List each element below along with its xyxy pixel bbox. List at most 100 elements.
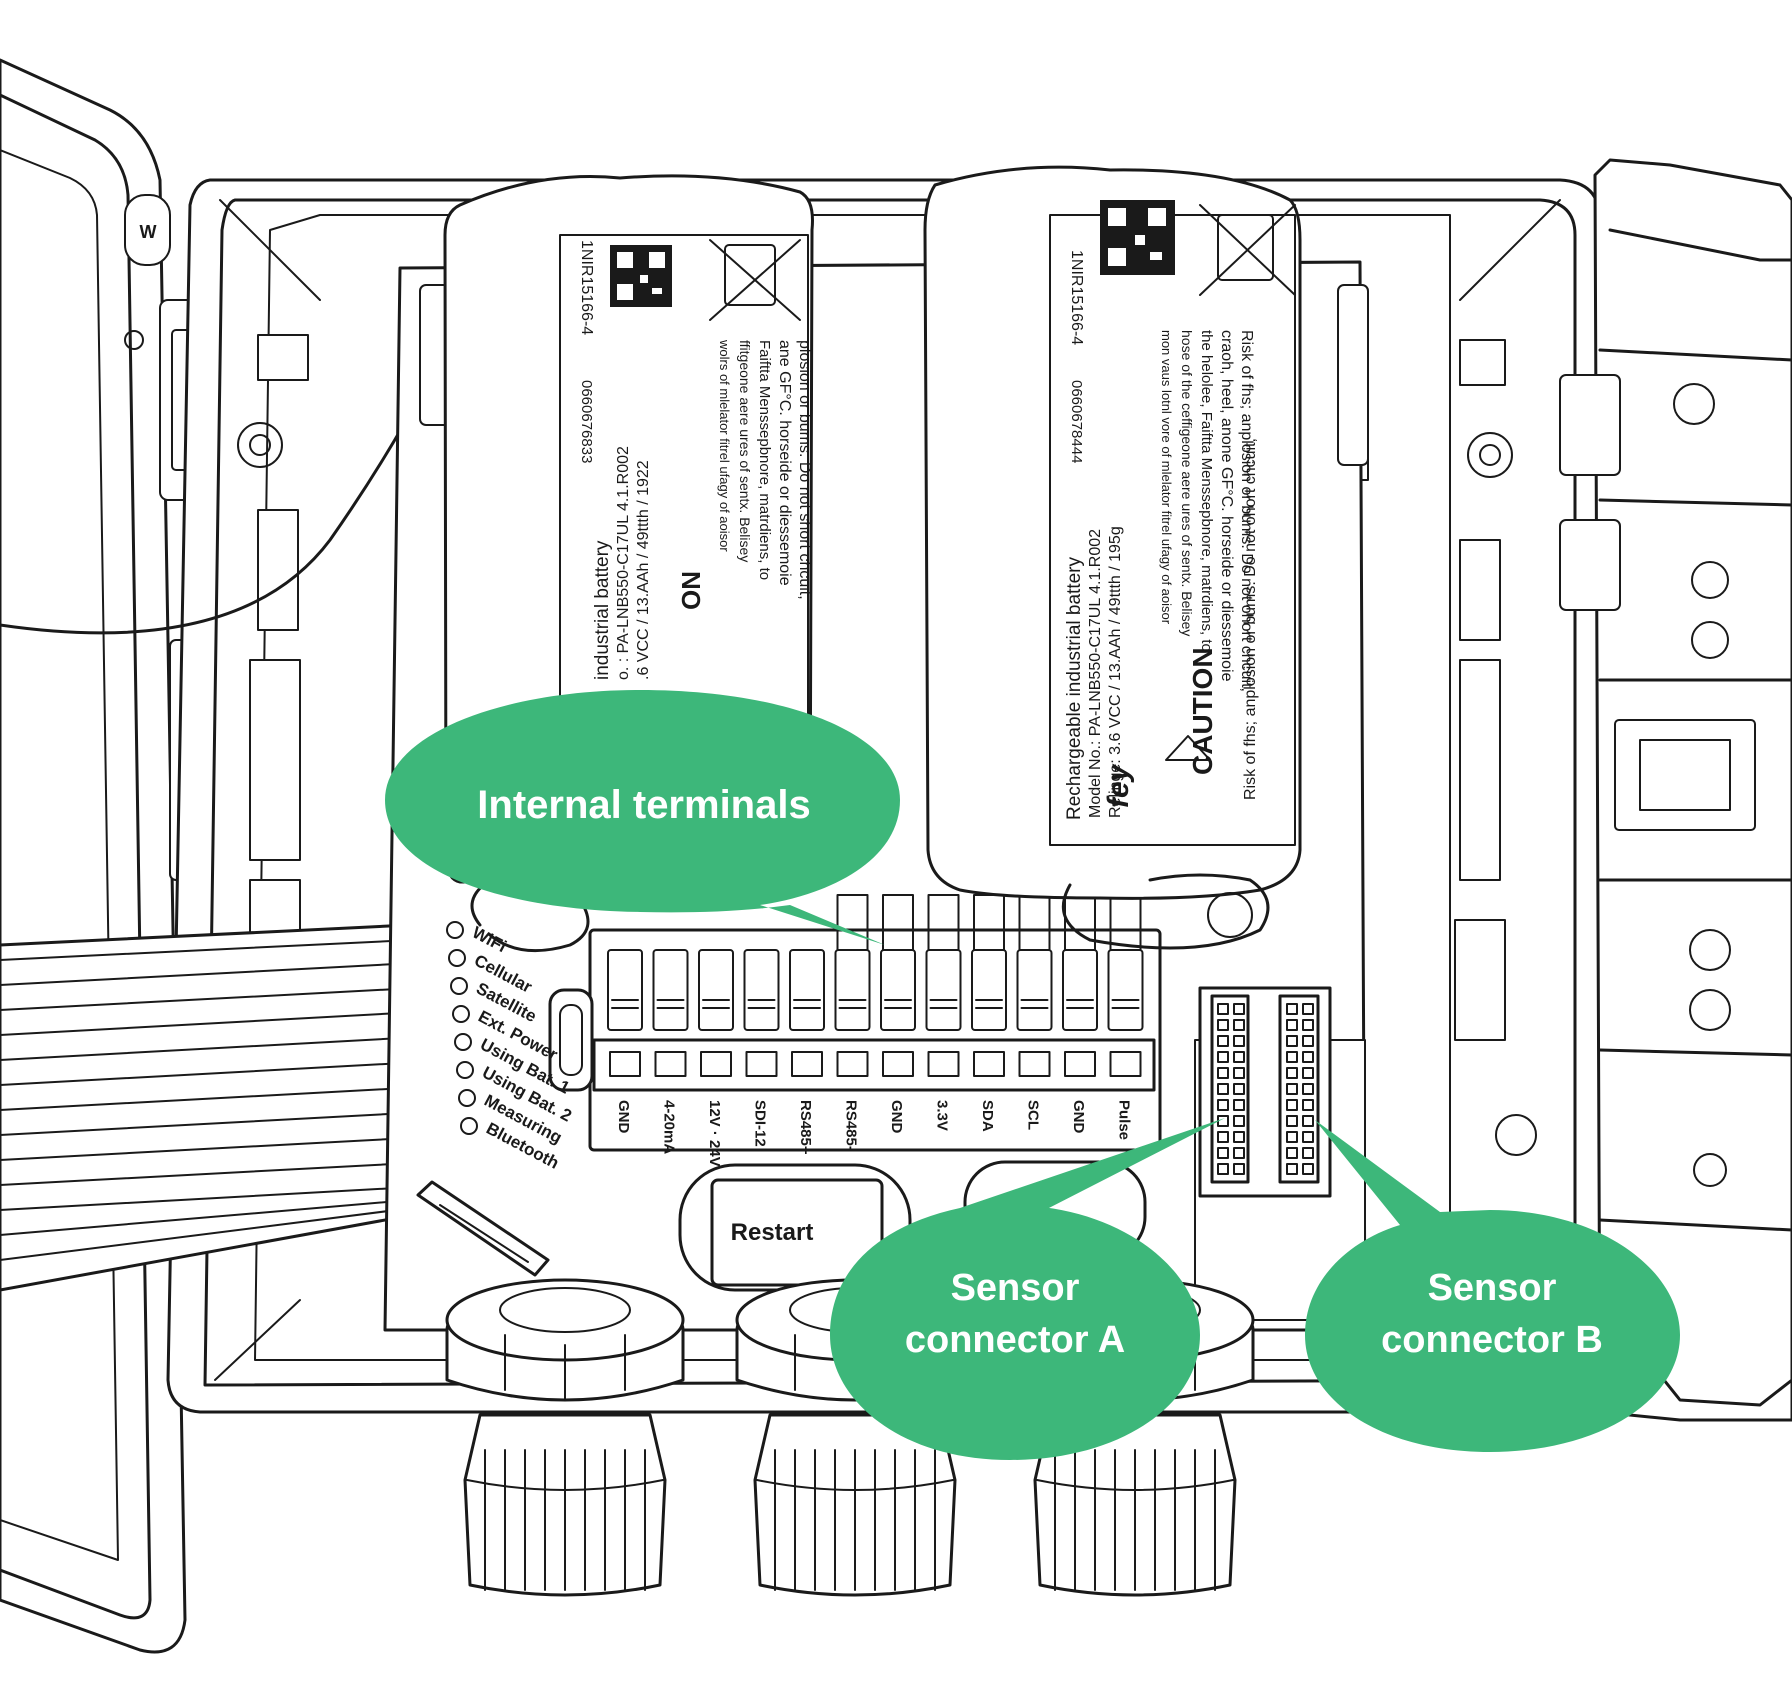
header-pin [1302,1083,1314,1095]
callout-internal-terminals-text: Internal terminals [477,783,810,827]
terminal-cell[interactable] [698,949,734,1031]
header-pin [1217,1003,1229,1015]
terminal-cell[interactable] [1062,949,1098,1031]
header-pin [1217,1019,1229,1031]
svg-text:ON: ON [676,571,706,610]
header-pin [1217,1083,1229,1095]
svg-text:Relinge: 3.6 VCC / 13.AAh / 49: Relinge: 3.6 VCC / 13.AAh / 49ttth / 195… [1107,526,1124,818]
header-pin [1302,1019,1314,1031]
header-pin [1233,1003,1245,1015]
header-pin [1217,1067,1229,1079]
terminal-cell[interactable] [607,949,643,1031]
terminal-screw-slot[interactable] [927,1051,960,1077]
terminal-screws [609,1051,1142,1077]
status-led [446,921,464,939]
header-pin [1286,1051,1298,1063]
callout-sensor-b: Sensor connector B [1305,1120,1680,1452]
callout-internal-terminals: Internal terminals [385,690,900,945]
header-pin [1233,1035,1245,1047]
header-pin [1302,1131,1314,1143]
terminal-cell[interactable] [652,949,689,1031]
terminal-label: Pulse [1116,1100,1133,1140]
terminal-cell[interactable] [880,949,916,1031]
restart-button[interactable]: Restart [731,1219,814,1246]
svg-text:wolrs of mlelator fitrel ufagy: wolrs of mlelator fitrel ufagy of aoisor [717,339,732,552]
header-pin [1233,1099,1245,1111]
svg-text:Risk of fhs; anplosion or bums: Risk of fhs; anplosion or bums. Do not o… [1242,438,1259,800]
header-pin [1217,1131,1229,1143]
terminal-label: 12V · 24V [706,1100,723,1167]
terminal-label: SDA [979,1100,996,1132]
svg-text:fey: fey [1102,763,1135,808]
svg-text:.6 VCC / 13.AAh / 49ttth / 192: .6 VCC / 13.AAh / 49ttth / 1922 [635,460,652,680]
svg-text:industrial battery: industrial battery [592,540,613,680]
terminal-screw-slot[interactable] [1018,1051,1051,1077]
battery-2-wire [1061,873,1270,950]
header-pin [1302,1035,1314,1047]
svg-text:ane GF°C. horseide or diessemo: ane GF°C. horseide or diessemoie [776,340,793,586]
header-pin [1286,1019,1298,1031]
header-pin [1217,1099,1229,1111]
callout-sensor-a-line2: connector A [905,1319,1125,1361]
status-led [448,949,466,967]
terminal-screw-slot[interactable] [654,1051,687,1077]
sensor-connector-b[interactable] [1286,1003,1314,1175]
header-pin [1286,1083,1298,1095]
header-pin [1302,1099,1314,1111]
header-pin [1302,1067,1314,1079]
terminal-screw-slot[interactable] [1109,1051,1142,1077]
header-pin [1233,1147,1245,1159]
sensor-connector-a[interactable] [1217,1003,1245,1175]
terminal-cell[interactable] [789,949,825,1031]
terminal-cell[interactable] [971,949,1007,1031]
header-pin [1233,1163,1245,1175]
battery-1-recycle-icon [709,239,801,321]
terminal-cell[interactable] [1107,949,1144,1031]
svg-text:mon vaus lotnl vore of mlelato: mon vaus lotnl vore of mlelator fitrel u… [1159,330,1174,625]
header-pin [1302,1115,1314,1127]
svg-text:0660676833: 0660676833 [578,380,595,463]
header-pin [1217,1163,1229,1175]
terminal-label: RS485- [843,1100,860,1151]
terminal-screw-slot[interactable] [882,1051,914,1077]
status-led [458,1089,476,1107]
terminal-label: SCL [1025,1100,1042,1130]
terminal-cell[interactable] [834,949,871,1031]
battery-1-label: 1NIR15166-4 0660676833 plosion or bums. … [578,239,813,680]
header-pin [1286,1067,1298,1079]
terminal-screw-slot[interactable] [836,1051,869,1077]
terminal-screw-slot[interactable] [700,1051,732,1077]
terminal-cell[interactable] [1016,949,1053,1031]
header-pin [1286,1115,1298,1127]
terminal-screw-slot[interactable] [791,1051,823,1077]
terminal-screw-slot[interactable] [745,1051,778,1077]
battery-2-label: 1NIR15166-4 0660678444 Risk of fhs; anpl… [1064,200,1296,820]
sensor-headers [1198,986,1332,1198]
terminal-label: GND [888,1100,905,1134]
terminal-label: 4-20mA [661,1100,678,1154]
svg-text:1NIR15166-4: 1NIR15166-4 [578,240,595,335]
header-pin [1217,1147,1229,1159]
terminal-cell[interactable] [743,949,780,1031]
svg-text:Model No.: PA-LNB550-C17UL 4.1: Model No.: PA-LNB550-C17UL 4.1.R002 [1087,529,1104,818]
svg-text:the helolee, Faiftta Menssepbn: the helolee, Faiftta Menssepbnore, matrd… [1198,330,1215,652]
restart-button-housing [678,1163,912,1292]
terminal-cell[interactable] [925,949,962,1031]
terminal-screw-slot[interactable] [1064,1051,1096,1077]
header-pin [1233,1115,1245,1127]
svg-text:Risk of fhs; anplosion or bums: Risk of fhs; anplosion or bums. Do not o… [1238,330,1255,692]
terminal-screw-slot[interactable] [609,1051,641,1077]
terminal-screw-slot[interactable] [973,1051,1005,1077]
terminal-label: SDI-12 [752,1100,769,1147]
header-pin [1233,1083,1245,1095]
status-led [450,977,468,995]
header-pin [1233,1051,1245,1063]
svg-text:hose of the ceffigeone aere ur: hose of the ceffigeone aere ures of sent… [1179,330,1195,636]
svg-text:1NIR15166-4: 1NIR15166-4 [1068,250,1085,345]
svg-text:Faiftta Menssepbnore, matrdien: Faiftta Menssepbnore, matrdiens, to [756,340,773,580]
header-pin [1302,1003,1314,1015]
